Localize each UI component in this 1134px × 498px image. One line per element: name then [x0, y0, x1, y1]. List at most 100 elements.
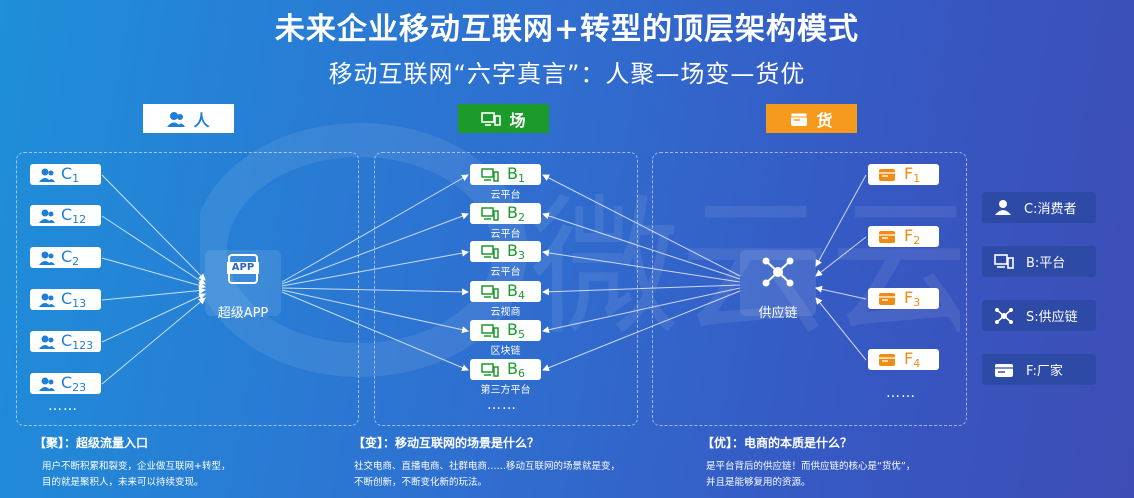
factory-letter: F — [904, 349, 914, 368]
consumer-letter: C — [61, 164, 73, 183]
person-icon — [995, 200, 1011, 215]
line-app-b6 — [281, 291, 469, 371]
line-supply-b6 — [542, 290, 741, 372]
line-c2-app — [101, 257, 206, 289]
platform-letter: B — [507, 281, 518, 300]
person-icon — [39, 377, 55, 391]
consumer-sub: 123 — [72, 339, 94, 352]
platform-letter: B — [507, 203, 518, 222]
consumer-node-c1: C1 — [30, 164, 101, 185]
factory-sub: 4 — [913, 357, 921, 370]
platform-node-b5: B5 — [470, 320, 541, 341]
note-gather-heading: 【聚】：超级流量入口 — [34, 436, 149, 450]
box-icon — [879, 354, 895, 366]
line-c12-app — [101, 215, 206, 285]
header-goods: 货 — [766, 104, 857, 133]
legend-supply-chain-text: S:供应链 — [1026, 310, 1078, 325]
line-f1-supply — [815, 174, 867, 267]
monitor-icon — [481, 323, 499, 338]
supply-chain-hub-label: 供应链 — [758, 306, 798, 321]
platform-caption-b3: 云平台 — [490, 267, 521, 278]
box-icon — [879, 231, 895, 243]
factory-letter: F — [904, 226, 914, 245]
line-c1-app — [101, 174, 206, 281]
legend-factory: F:厂家 — [982, 354, 1096, 385]
legend-platform-text: B:平台 — [1026, 256, 1066, 271]
header-scene-label: 场 — [509, 110, 526, 130]
header-people-label: 人 — [193, 110, 210, 130]
monitor-icon — [481, 284, 499, 299]
note-optimize-line: 并且是能够复用的资源。 — [706, 477, 811, 488]
app-icon: APP — [227, 254, 259, 284]
platform-node-b6: B6 — [470, 359, 541, 380]
line-c13-app — [101, 287, 206, 301]
app-badge: APP — [227, 262, 259, 274]
platform-letter: B — [507, 359, 518, 378]
consumer-node-c2: C2 — [30, 247, 101, 268]
box-icon — [790, 112, 808, 126]
person-icon — [39, 168, 55, 182]
consumer-node-c12: C12 — [30, 205, 101, 226]
header-goods-label: 货 — [816, 110, 833, 130]
consumer-sub: 12 — [72, 213, 87, 226]
app-hub-label: 超级APP — [217, 306, 269, 321]
panel-goods — [652, 152, 967, 426]
factory-letter: F — [904, 288, 914, 307]
consumer-node-c123: C123 — [30, 331, 101, 352]
line-f2-supply — [815, 236, 867, 277]
legend-platform: B:平台 — [982, 246, 1096, 277]
line-c23-app — [101, 297, 206, 385]
platform-caption-b4: 云视商 — [490, 307, 521, 318]
monitor-icon — [994, 254, 1014, 269]
platform-sub: 3 — [517, 249, 525, 262]
legend-supply-chain: S:供应链 — [982, 300, 1096, 331]
page-subtitle: 移动互联网“六字真言”：人聚—场变—货优 — [328, 60, 806, 88]
line-app-b5 — [281, 289, 469, 334]
line-f3-supply — [815, 285, 867, 300]
page-title: 未来企业移动互联网+转型的顶层架构模式 — [274, 12, 860, 47]
consumer-sub: 2 — [72, 255, 80, 268]
platform-letter: B — [507, 164, 518, 183]
consumer-sub: 1 — [72, 172, 80, 185]
monitor-icon — [481, 111, 502, 126]
person-icon — [39, 209, 55, 223]
person-icon — [39, 251, 55, 265]
factory-sub: 3 — [913, 296, 921, 309]
network-icon — [995, 307, 1013, 324]
platform-sub: 1 — [517, 172, 525, 185]
line-c123-app — [101, 293, 206, 343]
note-change-line: 不断创新，不断变化新的玩法。 — [354, 477, 488, 488]
monitor-icon — [481, 167, 499, 182]
platform-sub: 5 — [517, 328, 525, 341]
line-app-b1 — [281, 174, 469, 283]
network-icon — [762, 257, 794, 287]
note-change-body: 社交电商、直播电商、社群电商……移动互联网的场景就是变， 不断创新，不断变化新的… — [354, 459, 620, 491]
note-optimize-body: 是平台背后的供应链！而供应链的核心是“货优”， 并且是能够复用的资源。 — [706, 459, 915, 491]
note-change-heading: 【变】：移动互联网的场景是什么？ — [353, 436, 540, 450]
platforms-ellipsis: …… — [487, 397, 517, 413]
factory-sub: 2 — [913, 234, 921, 247]
factory-node-f3: F3 — [868, 288, 939, 309]
platform-sub: 4 — [517, 289, 525, 302]
note-optimize-line: 是平台背后的供应链！而供应链的核心是“货优”， — [706, 461, 916, 472]
factory-letter: F — [904, 164, 914, 183]
consumer-letter: C — [61, 247, 73, 266]
box-icon — [879, 169, 895, 181]
factory-node-f1: F1 — [868, 164, 939, 185]
factory-sub: 1 — [913, 172, 921, 185]
header-people: 人 — [143, 104, 234, 133]
platform-letter: B — [507, 241, 518, 260]
consumer-sub: 23 — [72, 381, 87, 394]
note-change-line: 社交电商、直播电商、社群电商……移动互联网的场景就是变， — [354, 461, 621, 472]
note-gather-line: 用户不断积累和裂变，企业做互联网+转型， — [42, 461, 231, 472]
platform-caption-b5: 区块链 — [490, 346, 521, 357]
header-scene: 场 — [458, 104, 549, 133]
factory-node-f4: F4 — [868, 349, 939, 370]
box-icon — [995, 363, 1013, 377]
platform-node-b4: B4 — [470, 281, 541, 302]
note-optimize-heading: 【优】：电商的本质是什么？ — [702, 436, 853, 450]
person-icon — [39, 293, 55, 307]
box-icon — [879, 293, 895, 305]
